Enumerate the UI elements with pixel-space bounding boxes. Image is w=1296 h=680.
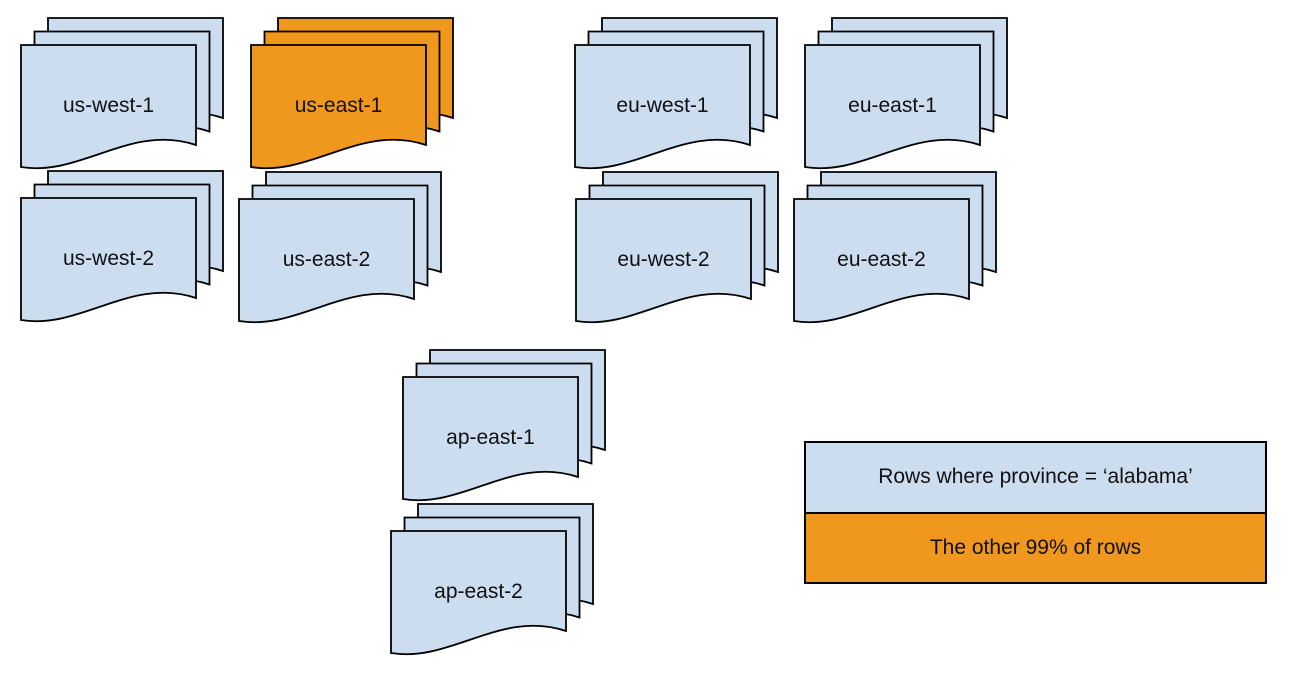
region-label: ap-east-2 (434, 580, 523, 603)
document-sheet-front (575, 198, 752, 324)
region-stack-eu-west-1: eu-west-1 (574, 17, 780, 175)
region-stack-us-west-1: us-west-1 (20, 17, 226, 175)
document-sheet-front (793, 198, 970, 324)
region-stack-eu-west-2: eu-west-2 (575, 171, 781, 329)
region-stack-us-west-2: us-west-2 (20, 170, 226, 328)
document-sheet-front (20, 44, 197, 170)
legend-item-other-rows: The other 99% of rows (806, 513, 1265, 582)
legend-label-other-rows: The other 99% of rows (929, 535, 1142, 559)
document-sheet-front (804, 44, 981, 170)
region-label: us-east-2 (283, 248, 371, 271)
region-label: us-west-2 (63, 247, 154, 270)
document-sheet-front (402, 376, 579, 502)
region-label: eu-west-1 (616, 94, 708, 117)
document-sheet-front (390, 530, 567, 656)
region-label: eu-east-2 (837, 248, 926, 271)
region-label: eu-east-1 (848, 94, 937, 117)
region-label: eu-west-2 (617, 248, 709, 271)
legend: Rows where province = ‘alabama’ The othe… (804, 441, 1267, 584)
region-stack-us-east-2: us-east-2 (238, 171, 444, 329)
region-stack-us-east-1: us-east-1 (250, 17, 456, 175)
region-stack-ap-east-1: ap-east-1 (402, 349, 608, 507)
region-stack-eu-east-1: eu-east-1 (804, 17, 1010, 175)
region-label: us-east-1 (295, 94, 383, 117)
region-label: ap-east-1 (446, 426, 535, 449)
document-sheet-front (20, 197, 197, 323)
document-sheet-front (250, 44, 427, 170)
region-label: us-west-1 (63, 94, 154, 117)
document-sheet-front (238, 198, 415, 324)
legend-label-alabama-rows: Rows where province = ‘alabama’ (878, 465, 1193, 489)
region-stack-ap-east-2: ap-east-2 (390, 503, 596, 661)
legend-item-alabama-rows: Rows where province = ‘alabama’ (806, 443, 1265, 514)
document-sheet-front (574, 44, 751, 170)
region-stack-eu-east-2: eu-east-2 (793, 171, 999, 329)
